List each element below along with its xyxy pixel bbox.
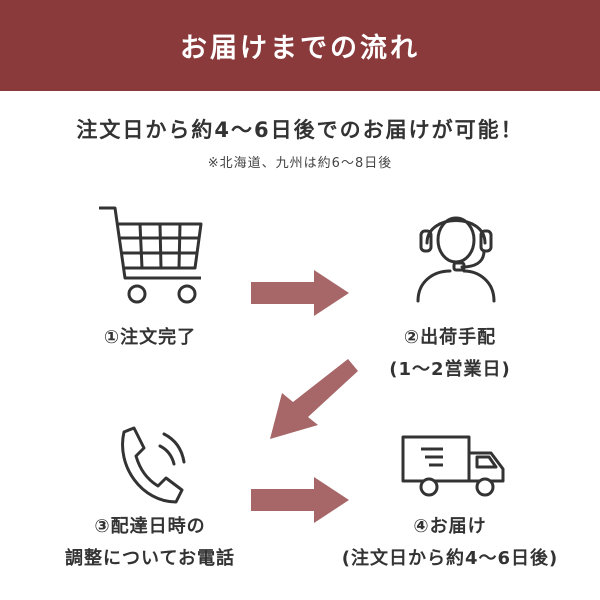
region-note: ※北海道、九州は約6〜8日後 bbox=[207, 156, 393, 171]
step-4-label: ④お届け (注文日から約4〜6日後) bbox=[325, 511, 575, 575]
step-3-label: ③配達日時の 調整についてお電話 bbox=[40, 511, 260, 575]
headset-operator-icon bbox=[416, 216, 496, 303]
step-3-title: ③配達日時の bbox=[94, 516, 206, 537]
step-1-label: ①注文完了 bbox=[103, 327, 197, 348]
step-3-sub: 調整についてお電話 bbox=[65, 548, 235, 569]
step-4-sub: (注文日から約4〜6日後) bbox=[341, 548, 559, 569]
phone-call-icon bbox=[121, 426, 186, 504]
arrow-diagonal-icon bbox=[270, 359, 358, 439]
delivery-headline: 注文日から約4〜6日後でのお届けが可能！ bbox=[76, 118, 524, 142]
header-banner: お届けまでの流れ bbox=[0, 0, 600, 91]
arrow-right-icon bbox=[251, 477, 349, 523]
step-4-title: ④お届け bbox=[413, 516, 487, 537]
delivery-truck-icon bbox=[401, 435, 505, 497]
step-2-sub: (1〜2営業日) bbox=[389, 359, 511, 380]
step-2-title: ②出荷手配 bbox=[403, 327, 497, 348]
shopping-cart-icon bbox=[99, 206, 203, 304]
arrow-right-icon bbox=[251, 270, 349, 316]
page-title: お届けまでの流れ bbox=[180, 33, 420, 64]
step-2-label: ②出荷手配 (1〜2営業日) bbox=[340, 322, 560, 386]
